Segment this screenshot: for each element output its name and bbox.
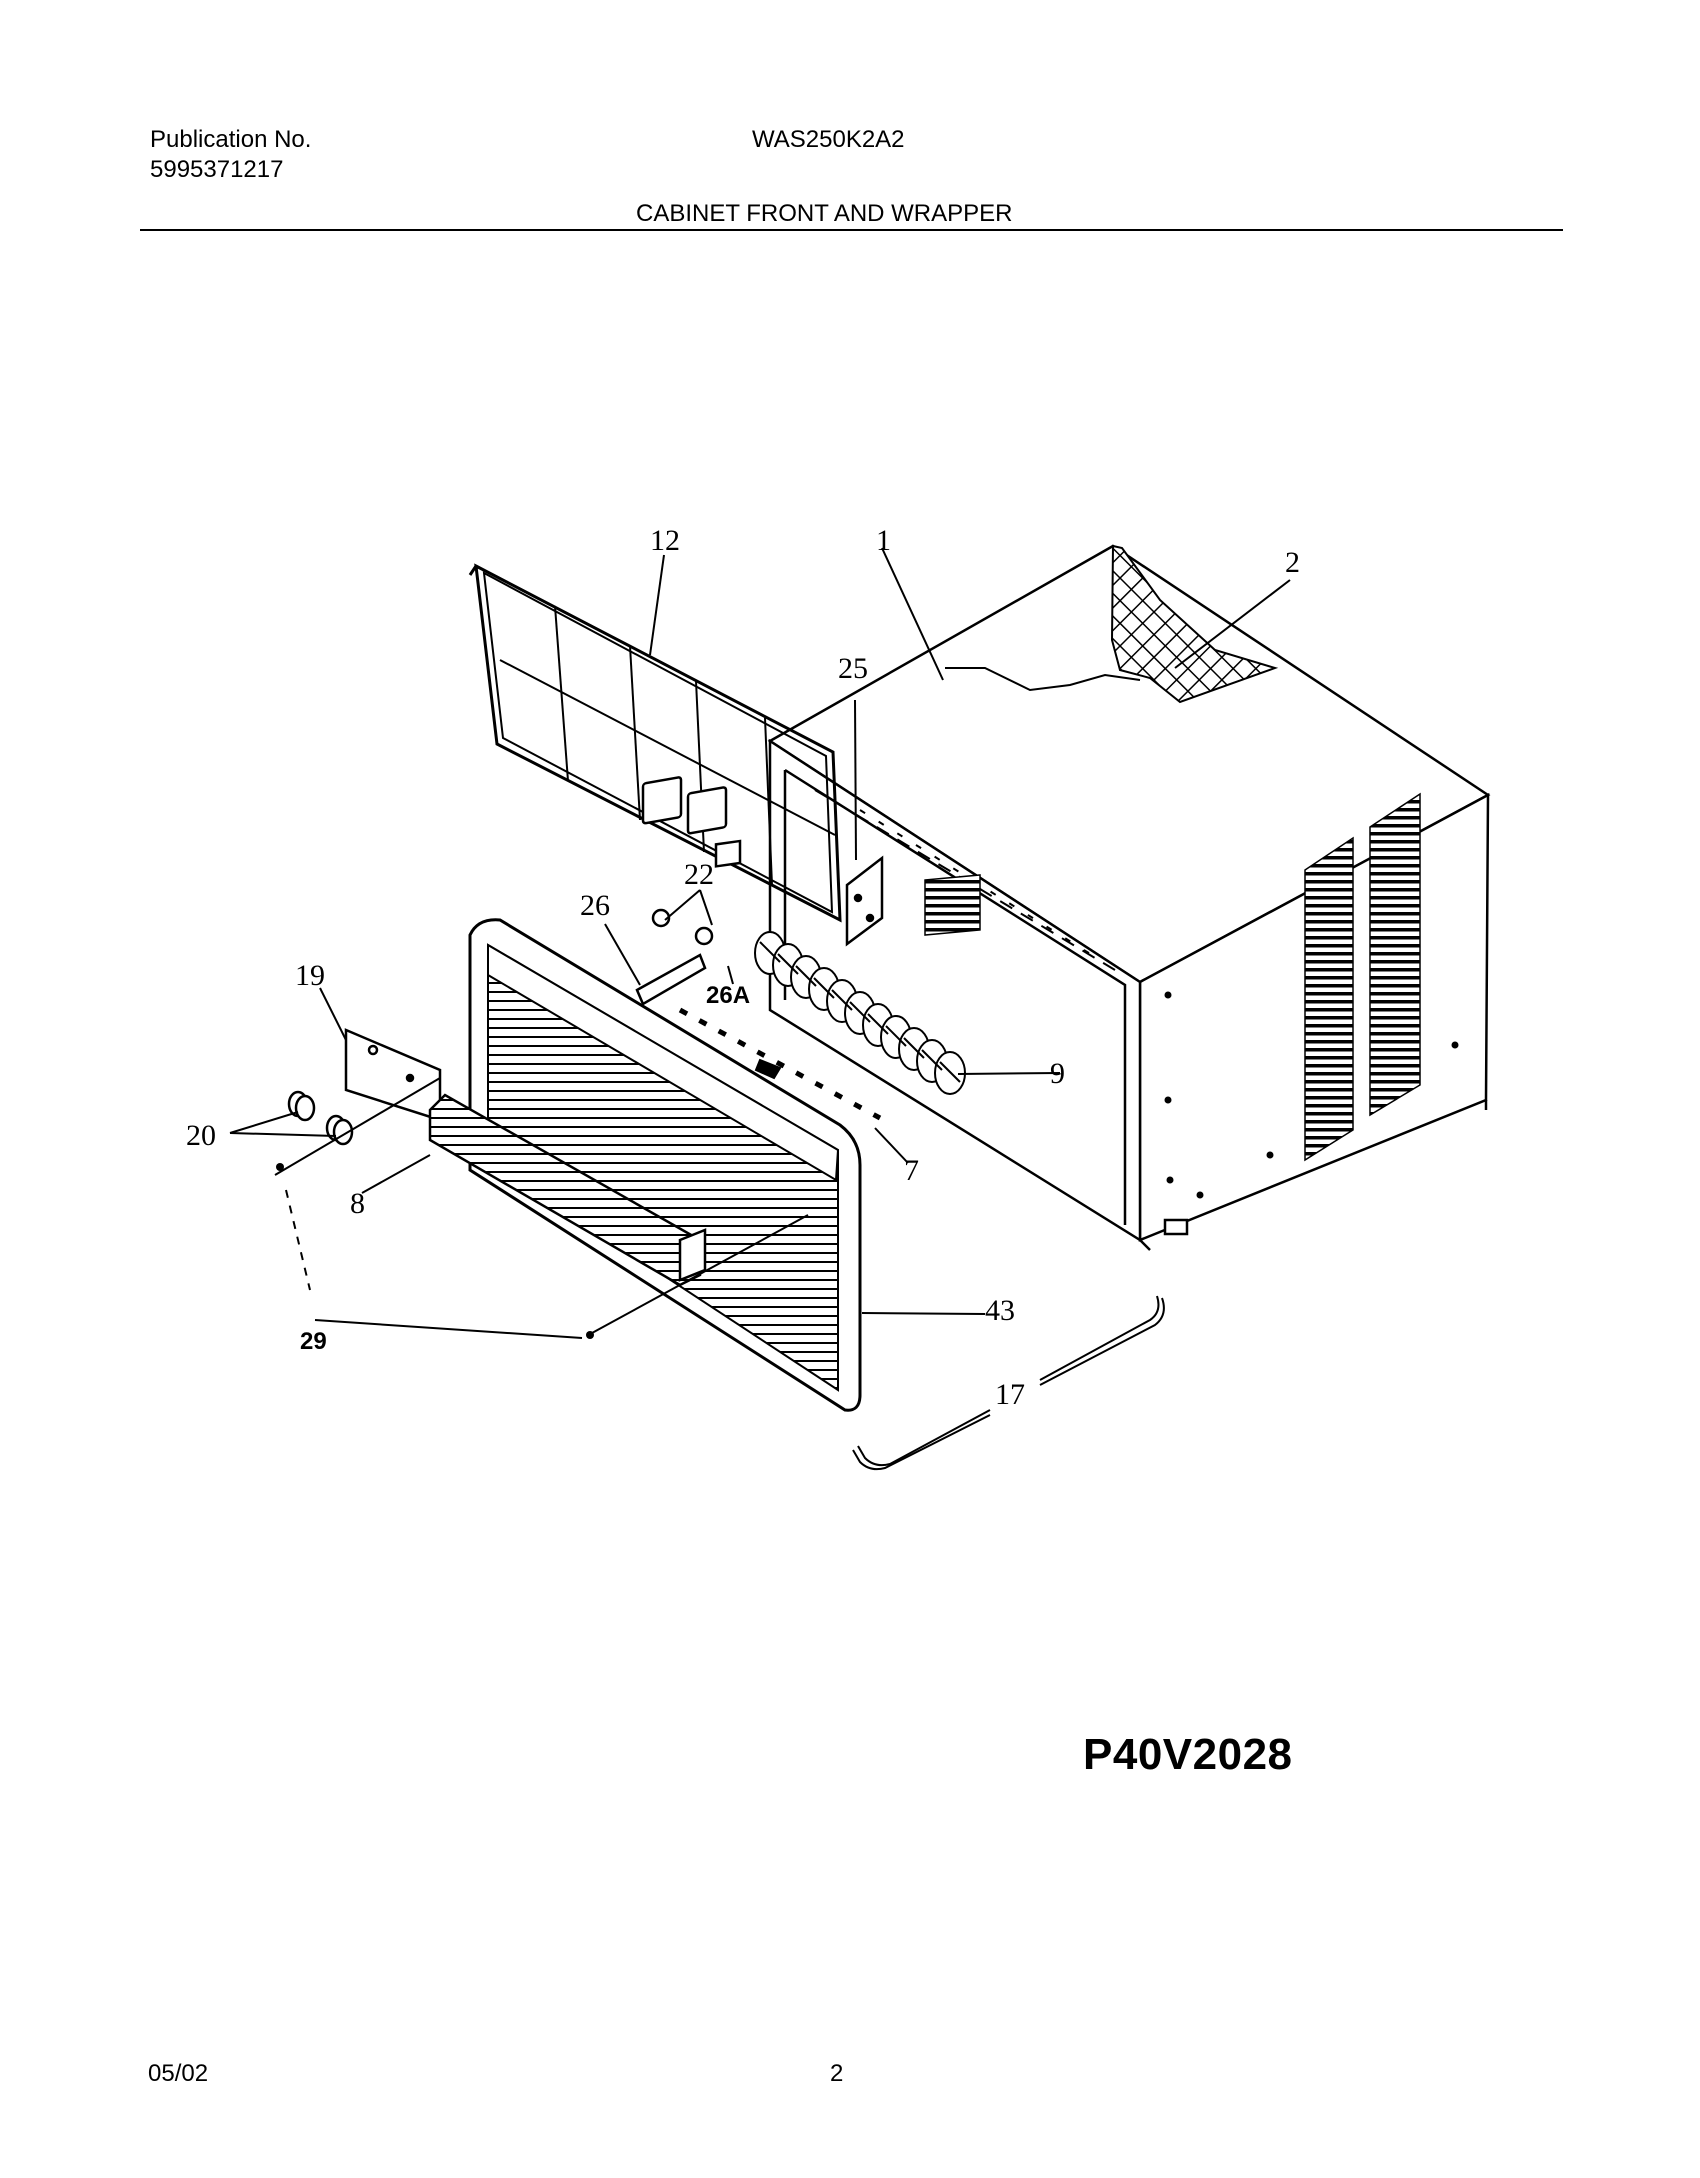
screws <box>276 1163 594 1339</box>
callout-7: 7 <box>904 1154 919 1187</box>
leader-lines <box>229 547 1291 1339</box>
evaporator-coil <box>754 931 966 1095</box>
callout-29: 29 <box>300 1328 327 1355</box>
callout-20: 20 <box>186 1119 216 1152</box>
air-filter <box>468 563 842 923</box>
callout-22: 22 <box>684 858 714 891</box>
callout-26A: 26A <box>706 982 750 1009</box>
side-louvers <box>924 792 1421 1162</box>
figure-code: P40V2028 <box>1083 1730 1293 1779</box>
footer-date: 05/02 <box>148 2060 209 2087</box>
callout-19: 19 <box>295 959 325 992</box>
control-knobs <box>287 1090 354 1146</box>
control-bracket <box>845 855 884 947</box>
callout-25: 25 <box>838 652 868 685</box>
callout-1: 1 <box>876 524 891 557</box>
rear-mesh-grille <box>1110 544 1279 704</box>
callout-2: 2 <box>1285 546 1300 579</box>
publication-number: 5995371217 <box>150 156 284 183</box>
callout-26: 26 <box>580 889 610 922</box>
section-title: CABINET FRONT AND WRAPPER <box>636 200 1013 227</box>
page-number: 2 <box>830 2060 844 2087</box>
front-panel <box>468 918 862 1412</box>
callout-labels: 12 1 2 25 22 26 26A 19 9 20 7 8 43 29 17 <box>186 524 1300 1411</box>
control-switches <box>641 776 728 946</box>
foam-gasket <box>852 1295 1165 1471</box>
callout-8: 8 <box>350 1187 365 1220</box>
trim-strip <box>678 1007 882 1121</box>
switch-parts <box>635 839 742 1006</box>
callout-17: 17 <box>995 1378 1025 1411</box>
callout-43: 43 <box>985 1294 1015 1327</box>
model-number: WAS250K2A2 <box>752 126 905 153</box>
control-panel-plate <box>344 1028 442 1122</box>
callout-9: 9 <box>1050 1057 1065 1090</box>
publication-label: Publication No. <box>150 126 312 153</box>
callout-12: 12 <box>650 524 680 557</box>
header-rule <box>140 229 1563 231</box>
side-rivets <box>1164 991 1459 1199</box>
